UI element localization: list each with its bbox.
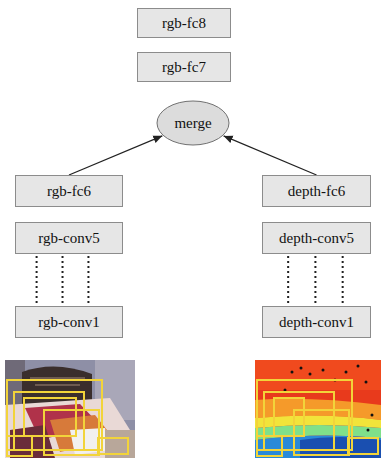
layer-box: rgb-fc8 — [137, 8, 231, 38]
depth-image — [255, 360, 381, 458]
layer-box: rgb-fc6 — [15, 175, 123, 207]
layer-box: rgb-conv5 — [15, 222, 123, 254]
layer-label: rgb-fc6 — [47, 184, 91, 199]
dotted-link — [36, 256, 38, 304]
layer-box: depth-fc6 — [262, 175, 371, 207]
layer-box: depth-conv1 — [262, 306, 371, 338]
merge-arrow — [69, 136, 162, 175]
layer-box: depth-conv5 — [262, 222, 371, 254]
layer-label: rgb-conv1 — [38, 315, 99, 330]
dotted-link — [62, 256, 64, 304]
layer-label: depth-conv1 — [279, 315, 354, 330]
layer-box: rgb-fc7 — [137, 52, 231, 82]
merge-arrow — [224, 136, 317, 175]
dotted-link — [287, 256, 289, 304]
rgb-image — [5, 360, 135, 458]
dotted-link — [87, 256, 89, 304]
layer-label: rgb-fc8 — [162, 16, 206, 31]
layer-label: rgb-conv5 — [38, 231, 99, 246]
layer-box: rgb-conv1 — [15, 306, 123, 338]
layer-label: merge — [174, 116, 211, 131]
dotted-link — [342, 256, 344, 304]
dotted-link — [314, 256, 316, 304]
layer-label: rgb-fc7 — [162, 60, 206, 75]
layer-label: depth-conv5 — [279, 231, 354, 246]
layer-label: depth-fc6 — [288, 184, 345, 199]
merge-circle: merge — [156, 100, 230, 146]
